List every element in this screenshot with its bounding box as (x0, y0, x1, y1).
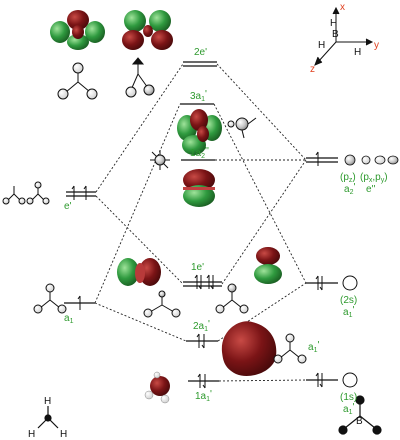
bl-h-top: H (44, 396, 51, 407)
axis-z-label: z (310, 64, 315, 75)
fragment-top-left (57, 62, 98, 100)
axes-h-left: H (318, 40, 325, 51)
electron-1e-a (194, 274, 198, 289)
axis-x-label: x (340, 2, 345, 13)
orbital-1a1 (144, 371, 170, 404)
fragment-left-a1 (33, 283, 67, 314)
bh3-bottom-left (37, 406, 59, 429)
label-2s: (2s) (340, 295, 357, 306)
label-boron-bottom-right: B (356, 416, 363, 427)
electron-1a1-a (197, 373, 201, 388)
fragment-1e-right-balls (215, 283, 249, 314)
electron-2a1-a (196, 333, 200, 348)
fragment-2a1 (273, 333, 307, 364)
label-2e-prime: 2e' (194, 47, 207, 58)
label-e-dprime: e'' (366, 184, 375, 195)
electron-2a1-b (201, 334, 205, 349)
orbital-1e-left (117, 258, 161, 286)
electron-1e-c (206, 274, 210, 289)
label-left-e-prime: e' (64, 201, 72, 212)
bh3-bottom-right (338, 395, 382, 435)
electron-1e-d (210, 275, 214, 290)
right-electrons (315, 151, 323, 388)
label-a1-1s: a1' (343, 402, 354, 416)
label-pz: (pz) (340, 172, 356, 184)
axes-boron-label: B (332, 29, 339, 40)
fragment-1a2 (150, 150, 170, 170)
label-1s: (1s) (340, 392, 357, 403)
orbital-2a1 (221, 321, 277, 376)
axes-h-top: H (330, 18, 337, 29)
fragment-top-second (125, 57, 155, 98)
correlation-lines (94, 63, 307, 382)
label-1a2-dprime: 1a2'' (190, 146, 209, 160)
center-levels (180, 61, 222, 382)
label-1e-prime: 1e' (191, 262, 204, 273)
orbital-top-left (50, 10, 105, 50)
label-ref-a1: a1' (308, 340, 319, 354)
orbital-top-second (122, 10, 173, 50)
axes-h-right: H (354, 47, 361, 58)
orbital-1e-right (254, 247, 282, 284)
label-left-a1: a1 (64, 313, 74, 325)
label-3a1-prime: 3a1' (190, 89, 207, 103)
orbital-3a1 (177, 109, 222, 155)
label-1a1-prime: 1a1' (195, 389, 212, 403)
label-2a1-prime: 2a1' (193, 319, 210, 333)
electron-1e-b (198, 275, 202, 290)
orbital-1a2 (183, 169, 215, 207)
axis-y-label: y (374, 40, 379, 51)
center-electrons (194, 274, 214, 389)
fragment-right-s (342, 275, 358, 388)
label-pxpy: (px,py) (360, 172, 388, 184)
label-a1-2s: a1' (343, 305, 354, 319)
electron-1a1-b (202, 374, 206, 389)
fragment-right-p (344, 154, 399, 166)
label-a2-prime: a2' (344, 182, 355, 196)
axes-icon (314, 6, 374, 66)
fragment-left-e (2, 181, 50, 205)
fragment-3a1 (227, 117, 257, 139)
bl-h-right: H (60, 429, 67, 440)
fragment-1e-left-balls (143, 290, 181, 318)
left-electrons (71, 185, 87, 310)
bl-h-left: H (28, 429, 35, 440)
